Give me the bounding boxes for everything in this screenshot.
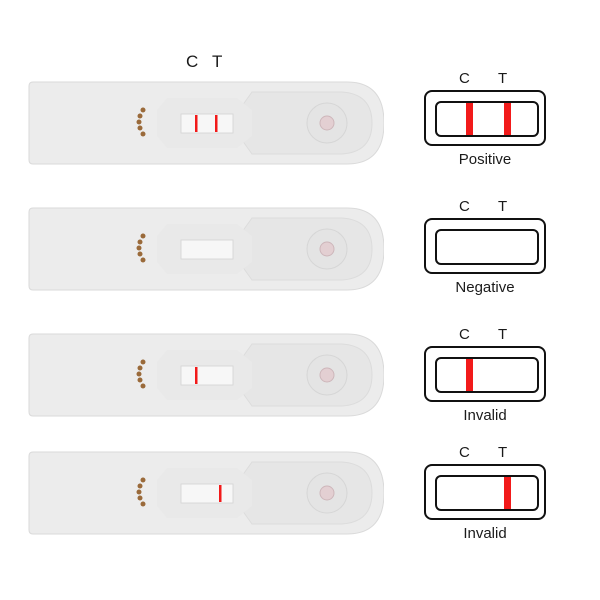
test-line bbox=[215, 115, 218, 132]
diagram-t-label: T bbox=[498, 444, 508, 461]
control-line bbox=[195, 367, 198, 384]
diagram-negative: C T Negative bbox=[424, 198, 548, 296]
diagram-invalid-t-only: C T Invalid bbox=[424, 444, 548, 542]
control-label: C bbox=[186, 52, 199, 71]
control-line bbox=[466, 359, 473, 391]
test-line bbox=[504, 477, 511, 509]
diagram-invalid-c-only: C T Invalid bbox=[424, 326, 548, 424]
diagram-c-label: C bbox=[459, 444, 470, 461]
test-cassette-invalid-t-only bbox=[27, 450, 384, 536]
diagram-c-label: C bbox=[459, 326, 470, 343]
diagram-t-label: T bbox=[498, 70, 508, 87]
test-cassette-positive bbox=[27, 80, 384, 166]
diagram-c-label: C bbox=[459, 70, 470, 87]
test-line bbox=[219, 485, 222, 502]
diagram-positive: C T Positive bbox=[424, 70, 548, 168]
diagram-t-label: T bbox=[498, 326, 508, 343]
diagram-c-label: C bbox=[459, 198, 470, 215]
result-label: Positive bbox=[458, 151, 512, 168]
test-line bbox=[504, 103, 511, 135]
test-cassette-negative bbox=[27, 206, 384, 292]
test-label: T bbox=[212, 52, 223, 71]
test-cassette-invalid-c-only bbox=[27, 332, 384, 418]
result-label: Invalid bbox=[463, 525, 507, 542]
diagram-t-label: T bbox=[498, 198, 508, 215]
result-label: Negative bbox=[455, 279, 515, 296]
control-line bbox=[466, 103, 473, 135]
control-line bbox=[195, 115, 198, 132]
result-label: Invalid bbox=[463, 407, 507, 424]
